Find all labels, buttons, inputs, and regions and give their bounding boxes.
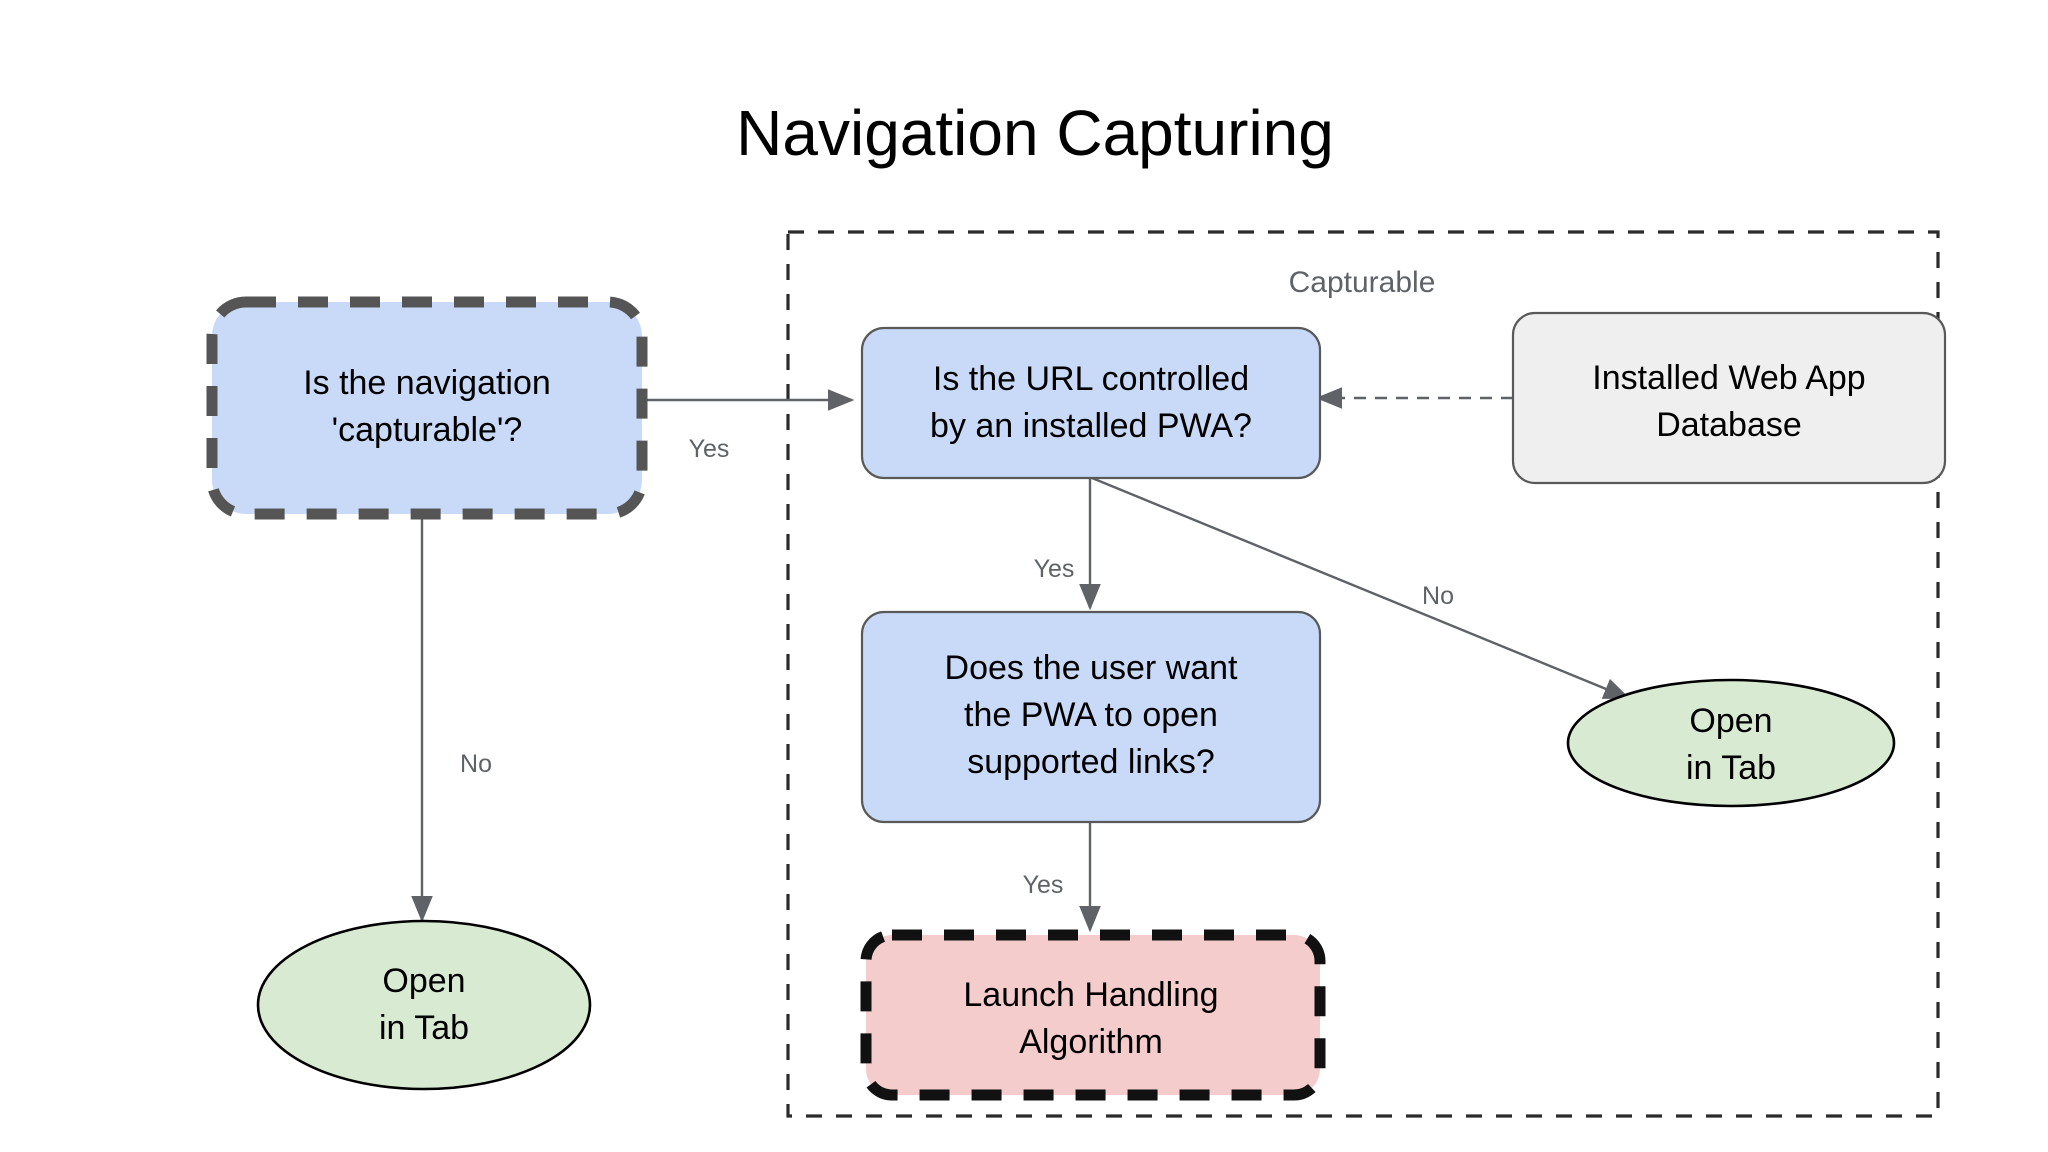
node-user-want-pwa-line-1: Does the user want	[945, 649, 1238, 687]
node-url-controlled-border	[860, 326, 1322, 480]
node-capturable-question-line-2: 'capturable'?	[332, 411, 523, 449]
node-open-in-tab-right-line-2: in Tab	[1686, 749, 1776, 787]
node-web-app-database[interactable]: Installed Web App Database	[1511, 311, 1947, 485]
node-open-in-tab-right-line-1: Open	[1689, 702, 1772, 740]
node-web-app-database-line-2: Database	[1656, 406, 1802, 444]
node-capturable-question-line-1: Is the navigation	[303, 364, 551, 402]
node-launch-handling-algorithm[interactable]: Launch Handling Algorithm	[860, 929, 1326, 1101]
node-web-app-database-line-1: Installed Web App	[1592, 359, 1865, 397]
node-capturable-question-fill	[212, 302, 642, 514]
node-open-in-tab-left-line-2: in Tab	[379, 1009, 469, 1047]
capturable-group-container	[786, 230, 1940, 1118]
node-url-controlled-line-2: by an installed PWA?	[930, 407, 1252, 445]
edge-label-url-no: No	[1422, 582, 1454, 610]
edge-label-capturable-no: No	[460, 750, 492, 778]
edge-label-user-want-yes: Yes	[1023, 871, 1064, 899]
node-capturable-question[interactable]: Is the navigation 'capturable'?	[206, 296, 648, 520]
node-open-in-tab-left-fill	[258, 921, 590, 1089]
node-open-in-tab-right-fill	[1568, 680, 1894, 806]
node-user-want-pwa[interactable]: Does the user want the PWA to open suppo…	[860, 610, 1322, 824]
edge-label-url-yes: Yes	[1034, 555, 1075, 583]
node-launch-handling-algorithm-line-1: Launch Handling	[963, 976, 1218, 1014]
node-web-app-database-border	[1511, 311, 1947, 485]
edge-url-no	[1091, 476, 1631, 700]
node-web-app-database-fill	[1513, 313, 1945, 483]
node-url-controlled-fill	[862, 328, 1320, 478]
node-user-want-pwa-border	[860, 610, 1322, 824]
node-open-in-tab-left[interactable]: Open in Tab	[256, 919, 592, 1091]
node-user-want-pwa-line-2: the PWA to open	[964, 696, 1218, 734]
node-url-controlled-line-1: Is the URL controlled	[933, 360, 1249, 398]
capturable-group-label: Capturable	[1289, 266, 1436, 299]
node-launch-handling-algorithm-border	[860, 929, 1326, 1101]
edge-label-capturable-yes: Yes	[689, 435, 730, 463]
page-title: Navigation Capturing	[736, 97, 1334, 169]
node-capturable-question-border	[206, 296, 648, 520]
node-open-in-tab-left-border	[256, 919, 592, 1091]
node-user-want-pwa-fill	[862, 612, 1320, 822]
node-url-controlled[interactable]: Is the URL controlled by an installed PW…	[860, 326, 1322, 480]
node-open-in-tab-left-line-1: Open	[382, 962, 465, 1000]
node-open-in-tab-right[interactable]: Open in Tab	[1566, 678, 1896, 808]
node-user-want-pwa-line-3: supported links?	[967, 743, 1215, 781]
node-launch-handling-algorithm-fill	[866, 935, 1320, 1095]
node-open-in-tab-right-border	[1566, 678, 1896, 808]
node-launch-handling-algorithm-line-2: Algorithm	[1019, 1023, 1163, 1061]
